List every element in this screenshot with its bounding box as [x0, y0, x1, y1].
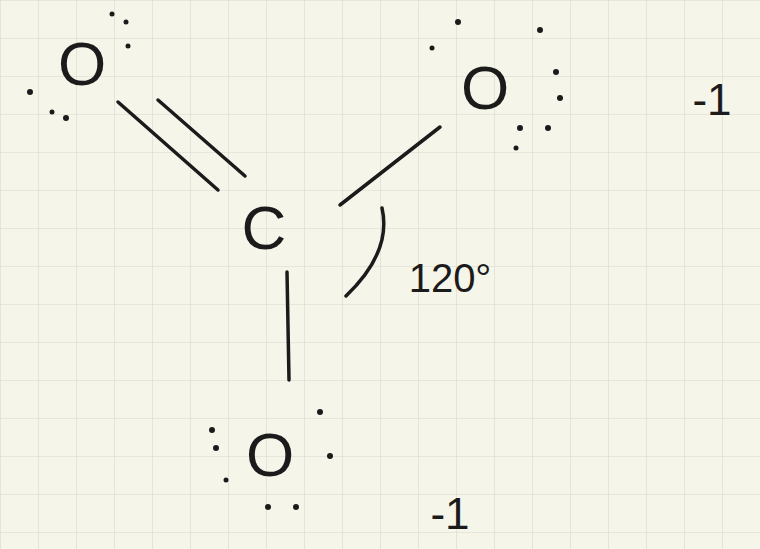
single-bond: [340, 127, 440, 205]
double-bond-line: [118, 102, 218, 190]
lone-pair-dots: [27, 12, 563, 511]
formal-charge: -1: [692, 78, 731, 122]
atom-symbol: O: [246, 424, 294, 486]
angle-arc: [346, 208, 384, 296]
formal-charge: -1: [430, 492, 469, 536]
atom-symbol: O: [461, 57, 509, 119]
double-bond-line: [158, 100, 245, 176]
atom-symbol: O: [58, 33, 106, 95]
atom-symbol: C: [242, 197, 287, 259]
bond-angle: 120°: [409, 258, 492, 298]
single-bond: [287, 272, 289, 380]
